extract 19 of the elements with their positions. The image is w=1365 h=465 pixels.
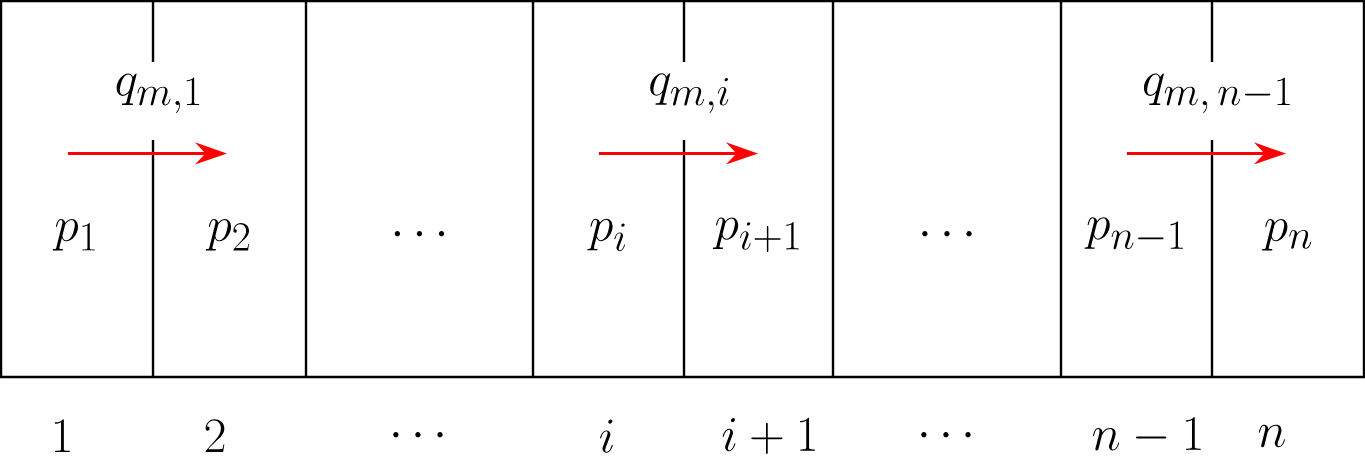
variable-label: $p_i$ <box>587 218 626 252</box>
variable-label: $p_{i+1}$ <box>712 217 799 253</box>
cell-number: $\cdots$ <box>393 431 443 438</box>
edge-label: $q_{m,1}$ <box>116 73 200 113</box>
variable-label: $p_{n-1}$ <box>1084 217 1183 250</box>
variable-label: $p_2$ <box>205 218 249 251</box>
variable-label: $\cdots$ <box>394 230 445 237</box>
cell-number: $i+1$ <box>722 417 815 454</box>
cell-number: $n-1$ <box>1093 417 1201 451</box>
edge-label: $q_{m,i}$ <box>650 73 729 114</box>
cell-number: $n$ <box>1258 424 1286 448</box>
cell-number: $\cdots$ <box>921 431 971 438</box>
variable-label: $\cdots$ <box>922 230 972 237</box>
cell-number: $i$ <box>600 419 613 453</box>
edge-label: $q_{m,\,n-1}$ <box>1143 73 1290 113</box>
variable-label: $p_n$ <box>1262 218 1312 251</box>
variable-label: $p_1$ <box>52 218 95 251</box>
cell-number: $2$ <box>205 419 225 453</box>
cell-number: $1$ <box>54 419 70 453</box>
